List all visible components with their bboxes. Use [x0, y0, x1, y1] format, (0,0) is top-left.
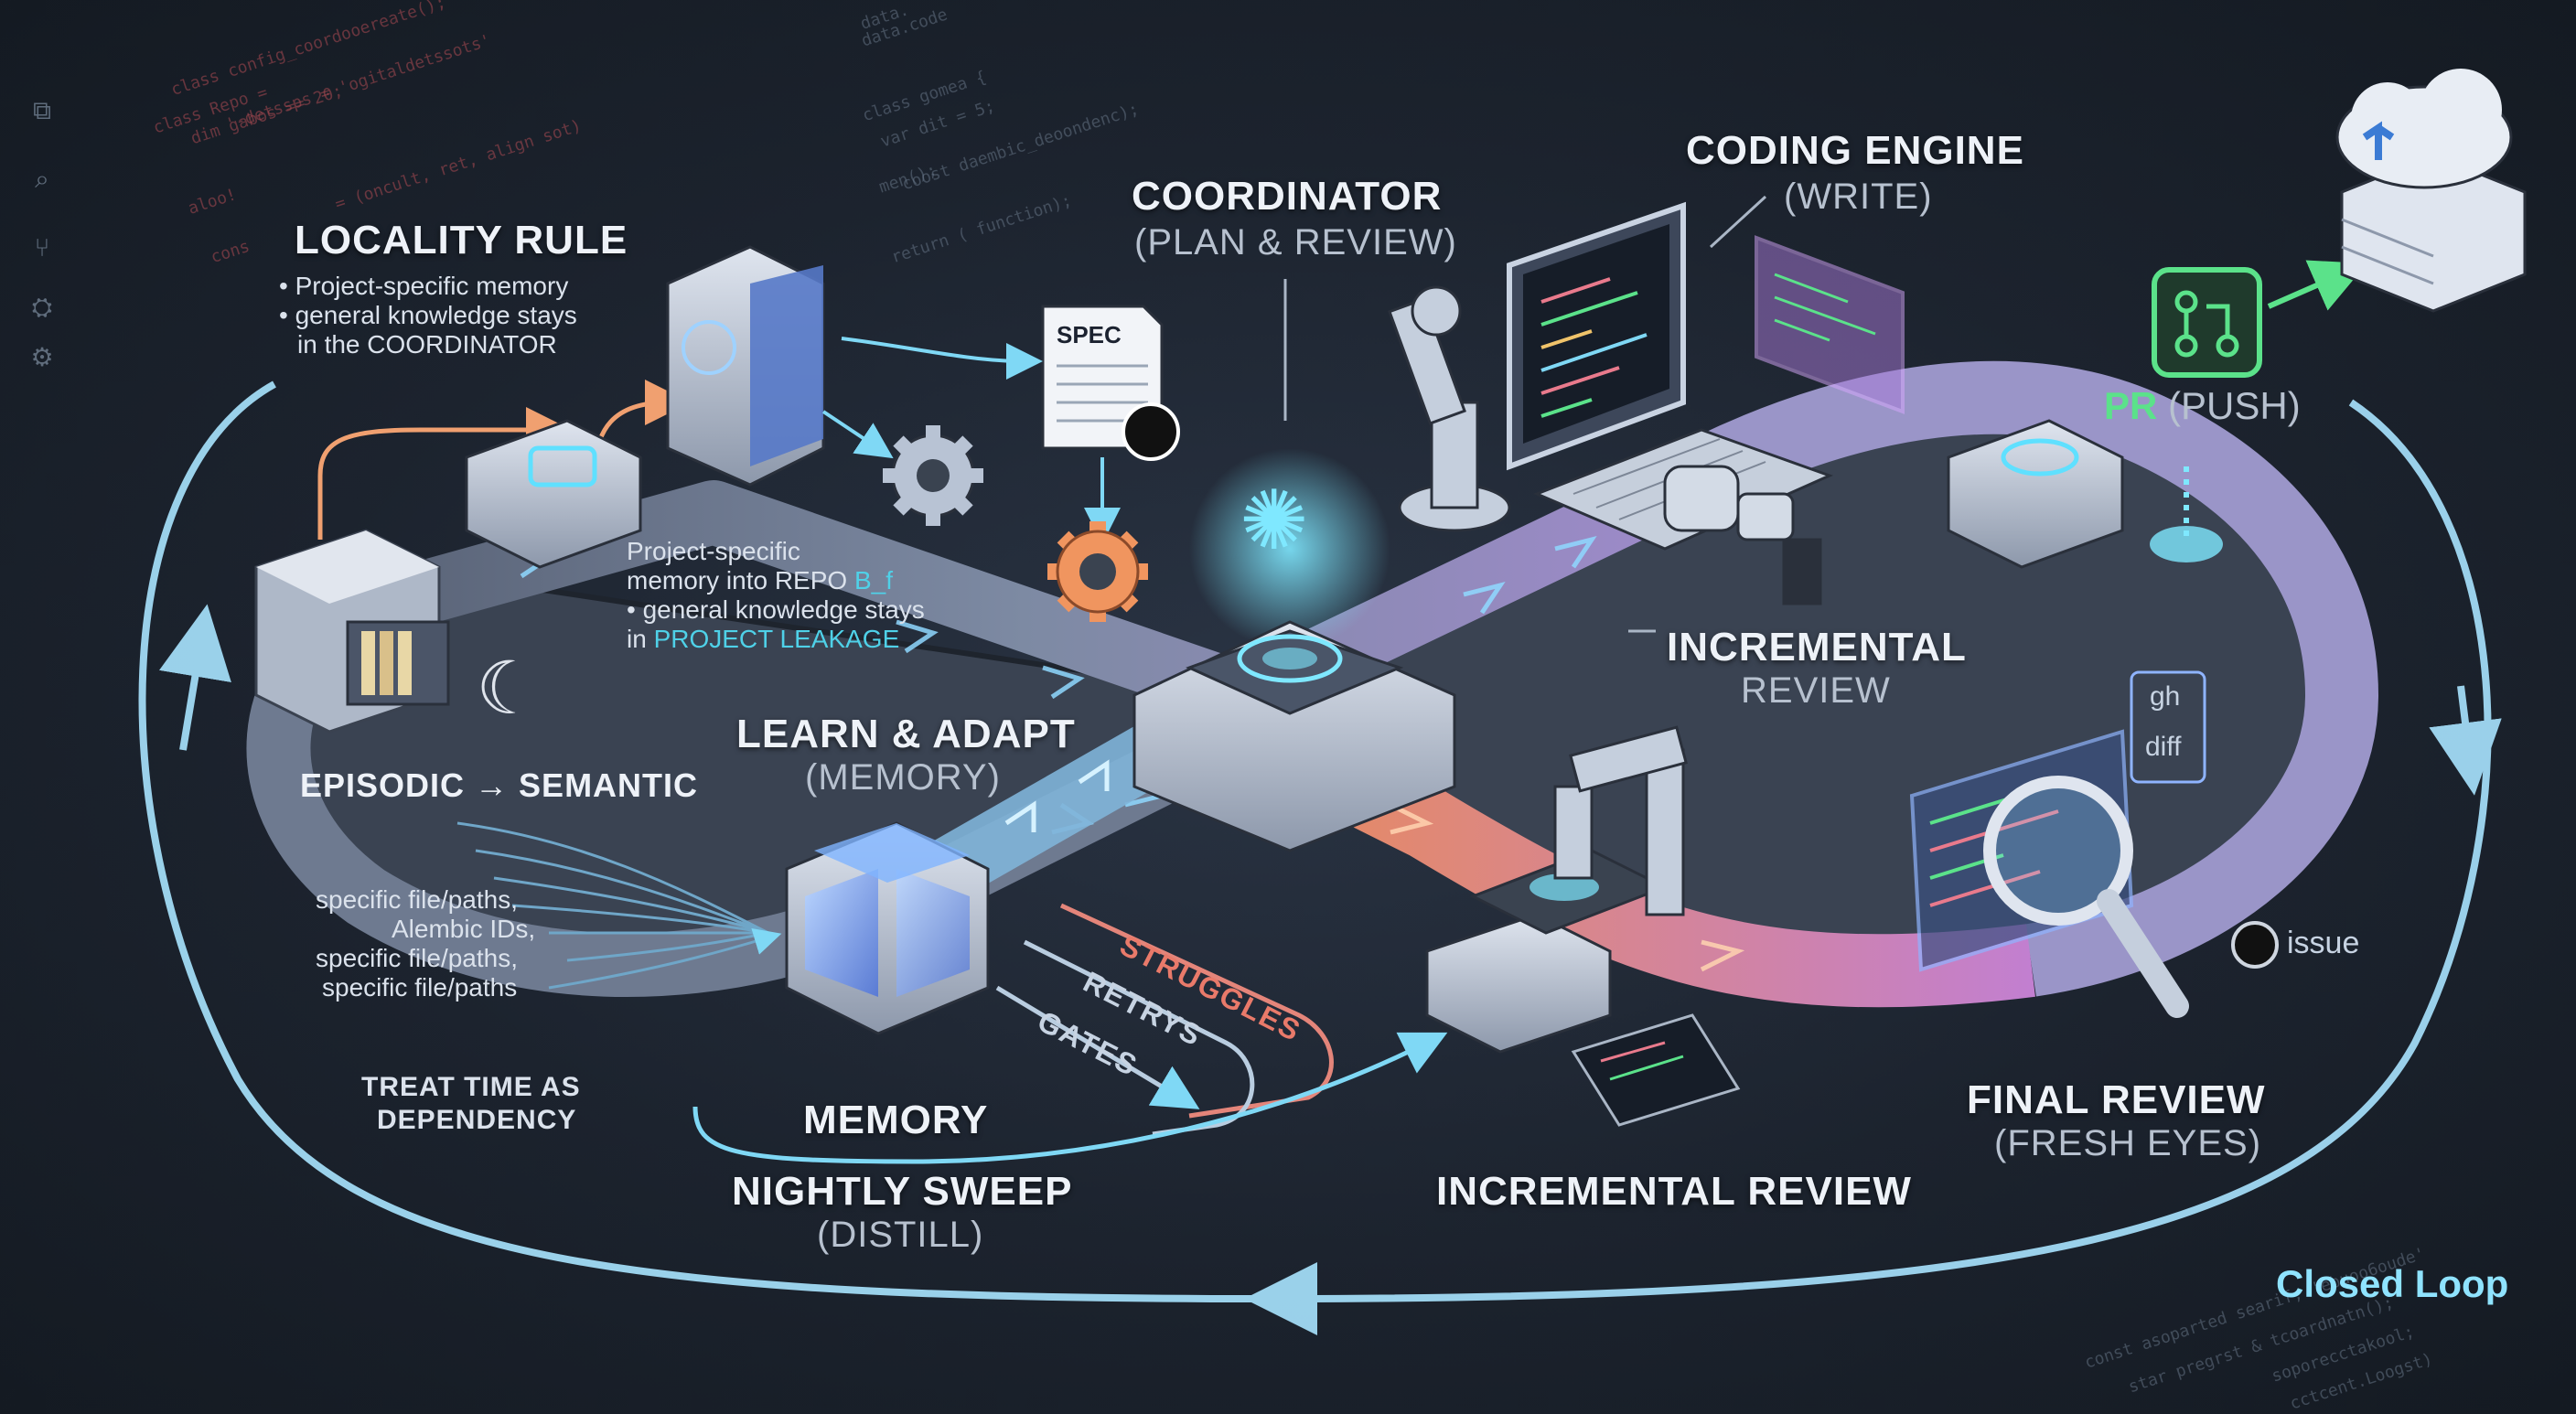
paths-line: specific file/paths, — [316, 885, 518, 915]
moon-icon: ☾ — [476, 646, 542, 731]
coordinator-title: COORDINATOR — [1132, 174, 1442, 220]
final-review-subtitle: (FRESH EYES) — [1994, 1123, 2261, 1164]
final-review-title: FINAL REVIEW — [1967, 1077, 2266, 1123]
repo-line-highlight: B_f — [854, 566, 893, 595]
memory-title: MEMORY — [803, 1098, 988, 1143]
issue-github-icon — [2233, 923, 2277, 967]
repo-line: in PROJECT LEAKAGE — [627, 625, 899, 654]
pr-label: PR (PUSH) — [2104, 384, 2301, 428]
coordinator-server — [668, 247, 823, 485]
coding-monitor — [1509, 206, 1683, 466]
treat-time-line: TREAT TIME AS — [361, 1072, 581, 1103]
nightly-sweep-title: NIGHTLY SWEEP — [732, 1169, 1072, 1215]
brain-icon: ✺ — [1240, 473, 1308, 569]
learn-adapt-subtitle: (MEMORY) — [805, 757, 1001, 798]
repo-line-text: memory into REPO — [627, 566, 854, 595]
coding-engine-subtitle: (WRITE) — [1784, 177, 1933, 218]
robot-arm — [1390, 287, 1509, 530]
locality-rule-line: • Project-specific memory — [279, 272, 568, 301]
push-arrow — [2269, 274, 2342, 306]
closed-loop-label: Closed Loop — [2276, 1262, 2508, 1306]
nightly-sweep-subtitle: (DISTILL) — [817, 1215, 983, 1256]
repo-line: Project-specific — [627, 537, 800, 566]
incremental-review-title: INCREMENTAL — [1667, 625, 1967, 670]
source-control-icon[interactable]: ⑂ — [27, 233, 57, 262]
files-icon[interactable]: ⧉ — [27, 96, 57, 125]
coordinator-gear-arrow — [823, 412, 878, 448]
repo-line-highlight: PROJECT LEAKAGE — [654, 625, 900, 653]
hologram-panel — [1756, 238, 1903, 412]
repo-line-text: in — [627, 625, 654, 653]
debug-icon[interactable]: ⛭ — [27, 293, 57, 322]
repo-line: memory into REPO B_f — [627, 566, 893, 595]
github-icon — [1123, 404, 1178, 459]
cloud-server-icon — [2337, 69, 2525, 311]
paths-line: specific file/paths — [322, 973, 517, 1002]
treat-time-line: DEPENDENCY — [377, 1105, 576, 1136]
locality-rule-line: in the COORDINATOR — [297, 330, 557, 359]
search-icon[interactable]: ⌕ — [27, 165, 57, 194]
repo-line: • general knowledge stays — [627, 595, 925, 625]
coordinator-subtitle: (PLAN & REVIEW) — [1134, 222, 1457, 263]
learn-adapt-title: LEARN & ADAPT — [736, 712, 1076, 757]
paths-line: Alembic IDs, — [392, 915, 535, 944]
filing-cabinet — [256, 530, 448, 732]
coordinator-spec-arrow — [842, 338, 1025, 361]
paths-line: specific file/paths, — [316, 944, 518, 973]
spec-label: SPEC — [1057, 321, 1122, 348]
gh-label: gh — [2150, 681, 2180, 712]
incremental-review-subtitle: REVIEW — [1741, 670, 1891, 712]
gear-icon — [883, 425, 983, 526]
pr-subtitle: (PUSH) — [2168, 384, 2301, 427]
settings-icon[interactable]: ⚙ — [27, 343, 57, 372]
locality-rule-line: • general knowledge stays — [279, 301, 577, 330]
pr-title: PR — [2104, 384, 2157, 427]
git-pull-request-icon — [2154, 270, 2259, 375]
issue-label: issue — [2287, 926, 2359, 961]
episodic-semantic-label: EPISODIC → SEMANTIC — [300, 766, 698, 805]
coding-engine-title: CODING ENGINE — [1686, 128, 2024, 174]
code-tablet — [1573, 1015, 1738, 1125]
diff-label: diff — [2145, 732, 2181, 763]
incremental-review-bottom: INCREMENTAL REVIEW — [1436, 1169, 1912, 1215]
locality-rule-title: LOCALITY RULE — [295, 218, 628, 263]
